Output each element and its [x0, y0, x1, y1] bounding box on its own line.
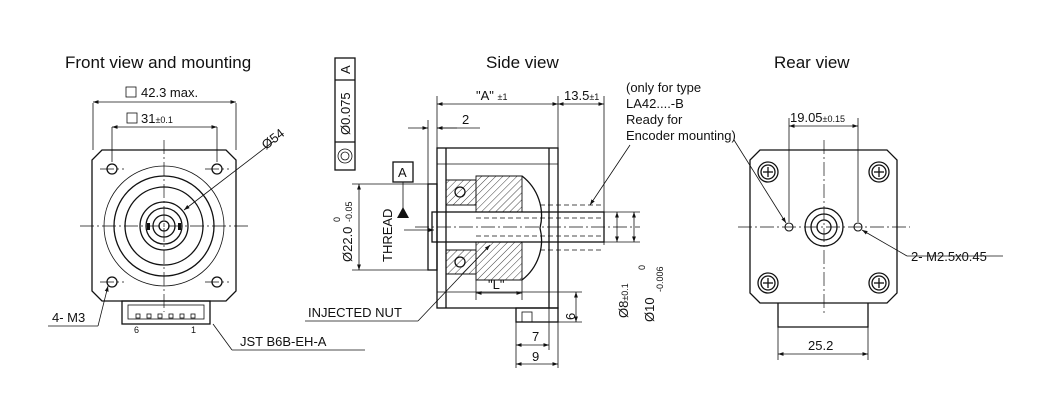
- dim-pilot: Ø22.0: [340, 227, 355, 262]
- encoder-note-line-4: Encoder mounting): [626, 128, 736, 143]
- dim-circle: Ø54: [259, 125, 288, 152]
- connector-pins: [135, 313, 196, 319]
- svg-text:31±0.1: 31±0.1: [141, 111, 173, 126]
- svg-text:Ø10: Ø10: [642, 297, 657, 322]
- dim-spacing: 19.05: [790, 110, 823, 125]
- dim-nut: "L": [488, 277, 505, 292]
- front-view-title: Front view and mounting: [65, 53, 251, 72]
- dim-boss-tol-upper: 0: [637, 265, 647, 270]
- dim-square-max: 42.3 max.: [141, 85, 198, 100]
- side-view: Side view A Ø0.075 A Ø22.0 0 -0.05 THREA…: [305, 53, 736, 368]
- side-connector: [515, 307, 559, 323]
- svg-text:19.05±0.15: 19.05±0.15: [790, 110, 845, 125]
- dim-shaft-dia-tol: ±0.1: [620, 283, 630, 300]
- dim-9: 9: [532, 349, 539, 364]
- holes-label-rear: 2- M2.5x0.45: [911, 249, 987, 264]
- connector-label: JST B6B-EH-A: [240, 334, 327, 349]
- pin-first-label: 6: [134, 325, 139, 335]
- datum-box-letter: A: [398, 165, 407, 180]
- encoder-note-line-3: Ready for: [626, 112, 683, 127]
- datum-triangle-icon: [397, 207, 409, 218]
- dim-square-small-tol: ±0.1: [155, 115, 172, 125]
- dim-pilot-tol-lower: -0.05: [344, 201, 354, 222]
- dim-6: 6: [563, 313, 578, 320]
- dim-shaft-tol: ±1: [589, 92, 599, 102]
- tolerance-value: Ø0.075: [338, 92, 353, 135]
- svg-text:Ø22.0: Ø22.0: [340, 227, 355, 262]
- dim-pilot-tol-upper: 0: [332, 217, 342, 222]
- dim-square-small: 31: [141, 111, 155, 126]
- tolerance-frame: [334, 57, 356, 171]
- svg-text:Ø8±0.1: Ø8±0.1: [616, 283, 631, 318]
- encoder-note-line-2: LA42....-B: [626, 96, 684, 111]
- dim-boss-tol-lower: -0.006: [655, 266, 665, 292]
- front-view: Front view and mounting 42.3 max. 31±0.1…: [48, 53, 365, 351]
- injected-nut-label: INJECTED NUT: [308, 305, 402, 320]
- rear-view: Rear view 19.05±0.15: [733, 53, 1003, 360]
- dim-width: 25.2: [808, 338, 833, 353]
- rear-face-outline: [749, 149, 898, 304]
- motor-face-outline: [91, 149, 237, 302]
- rear-connector: [777, 303, 869, 328]
- encoder-note-line-1: (only for type: [626, 80, 701, 95]
- screw-icon: [757, 161, 890, 294]
- concentricity-icon: [337, 148, 353, 164]
- rear-view-title: Rear view: [774, 53, 850, 72]
- dim-spacing-tol: ±0.15: [823, 114, 845, 124]
- dim-length: "A": [476, 88, 494, 103]
- dim-flange: 2: [462, 112, 469, 127]
- dim-boss-dia: Ø10: [642, 297, 657, 322]
- dim-length-tol: ±1: [498, 92, 508, 102]
- dim-shaft-dia: Ø8: [616, 301, 631, 318]
- pin-last-label: 1: [191, 325, 196, 335]
- thread-label: THREAD: [380, 209, 395, 262]
- svg-text:13.5±1: 13.5±1: [564, 88, 599, 103]
- square-symbol-icon: [125, 86, 137, 98]
- tolerance-datum-letter: A: [338, 65, 353, 74]
- dim-shaft: 13.5: [564, 88, 589, 103]
- connector-body: [121, 300, 211, 325]
- square-symbol-icon: [126, 112, 138, 124]
- side-view-title: Side view: [486, 53, 559, 72]
- dim-7: 7: [532, 329, 539, 344]
- holes-label-front: 4- M3: [52, 310, 85, 325]
- svg-text:"A" ±1: "A" ±1: [476, 88, 507, 103]
